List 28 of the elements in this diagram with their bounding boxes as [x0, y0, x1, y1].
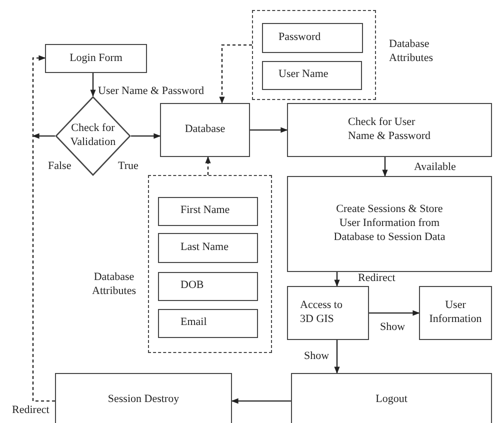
arrow: [90, 73, 96, 97]
process-box: Access to 3D GIS: [287, 286, 369, 340]
process-box: Create Sessions & Store User Information from Database to Session Data: [287, 176, 492, 272]
process-box: Session Destroy: [55, 373, 232, 423]
process-box: User Information: [419, 286, 492, 340]
dashed-arrow: [32, 55, 55, 402]
arrow: [32, 133, 55, 139]
group-label: Database Attributes: [389, 37, 434, 66]
arrow: [382, 157, 388, 177]
dashed-arrow: [219, 44, 252, 104]
arrow: [250, 127, 288, 133]
group-label: Database Attributes: [91, 270, 137, 299]
arrow: [231, 398, 291, 404]
attribute-box: Email: [158, 308, 258, 338]
process-box: Check for User Name & Password: [287, 103, 492, 157]
process-box: Logout: [291, 373, 492, 423]
arrow: [131, 133, 161, 139]
attribute-box: DOB: [158, 272, 258, 300]
dashed-arrow: [205, 156, 211, 175]
process-box: Database: [160, 103, 250, 157]
attribute-box: Password: [262, 22, 362, 52]
arrow: [334, 272, 340, 287]
attribute-box: First Name: [158, 196, 258, 226]
arrow: [334, 340, 340, 374]
arrow: [369, 310, 420, 316]
attribute-box: Last Name: [158, 232, 258, 262]
attribute-box: User Name: [262, 60, 362, 90]
process-box: Login Form: [45, 44, 147, 73]
